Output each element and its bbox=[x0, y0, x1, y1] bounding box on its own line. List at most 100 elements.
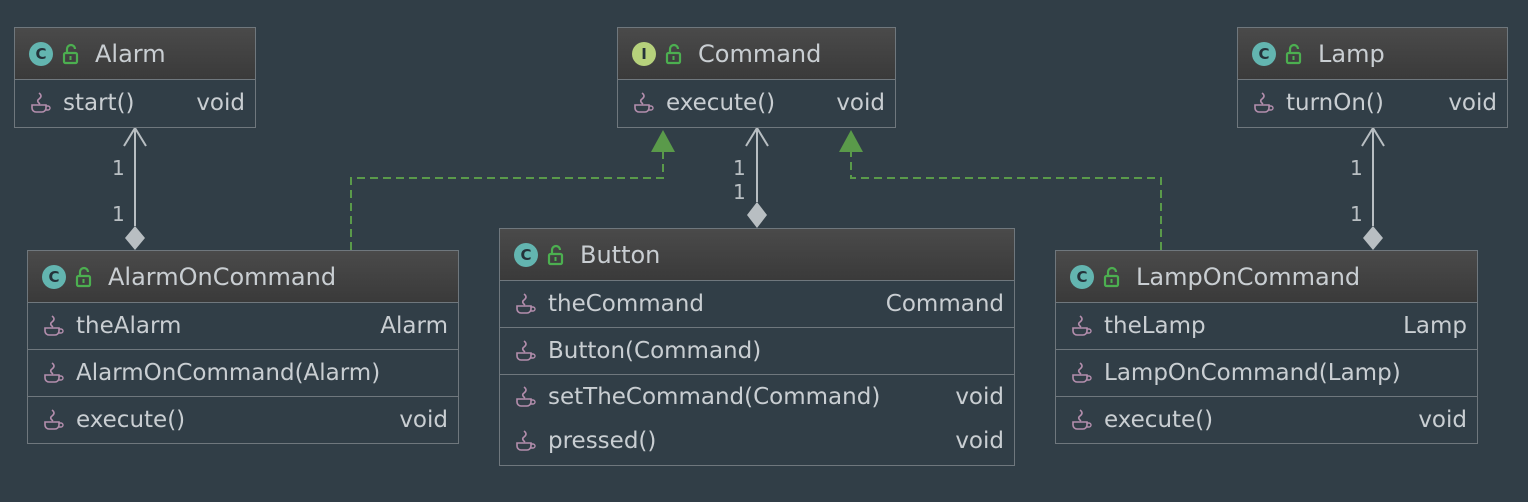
constructor-name: Button(Command) bbox=[548, 338, 762, 364]
method-name: setTheCommand(Command) bbox=[548, 384, 881, 410]
constructor-row[interactable]: AlarmOnCommand(Alarm) bbox=[28, 350, 458, 396]
methods-section: turnOn() void bbox=[1238, 80, 1507, 126]
method-name: execute() bbox=[76, 407, 186, 433]
methods-section: execute() void bbox=[28, 397, 458, 443]
class-header: C Alarm bbox=[15, 28, 255, 80]
method-type: void bbox=[955, 428, 1004, 454]
lamp-composition-connector[interactable] bbox=[1361, 126, 1385, 250]
public-lock-icon bbox=[665, 43, 682, 64]
field-type: Command bbox=[885, 291, 1004, 317]
interface-kind-icon: I bbox=[632, 41, 656, 66]
field-icon bbox=[1072, 315, 1092, 336]
methods-section: setTheCommand(Command) void pressed() vo… bbox=[500, 375, 1014, 463]
field-row[interactable]: theAlarm Alarm bbox=[28, 303, 458, 349]
class-alarm-on-command[interactable]: C AlarmOnCommand theAlarm Alarm AlarmOnC… bbox=[27, 250, 459, 444]
class-header: C LampOnCommand bbox=[1056, 251, 1477, 303]
fields-section: theCommand Command bbox=[500, 281, 1014, 328]
class-button[interactable]: C Button theCommand Command Button(Comma… bbox=[499, 228, 1015, 466]
lamp-composition-target-multiplicity: 1 bbox=[1350, 156, 1363, 180]
constructors-section: Button(Command) bbox=[500, 328, 1014, 375]
method-type: void bbox=[1418, 407, 1467, 433]
constructor-name: LampOnCommand(Lamp) bbox=[1104, 360, 1401, 386]
class-kind-icon: C bbox=[1252, 41, 1276, 66]
constructor-row[interactable]: LampOnCommand(Lamp) bbox=[1056, 350, 1477, 396]
field-type: Lamp bbox=[1403, 313, 1467, 339]
field-name: theLamp bbox=[1104, 313, 1206, 339]
class-header: C Lamp bbox=[1238, 28, 1507, 80]
command-composition-target-multiplicity: 1 bbox=[733, 156, 746, 180]
constructor-name: AlarmOnCommand(Alarm) bbox=[76, 360, 381, 386]
class-name: Button bbox=[580, 240, 661, 269]
method-type: void bbox=[399, 407, 448, 433]
lamp-composition-source-multiplicity: 1 bbox=[1350, 202, 1363, 226]
method-type: void bbox=[955, 384, 1004, 410]
alarm-composition-connector[interactable] bbox=[123, 126, 147, 250]
method-type: void bbox=[1448, 90, 1497, 116]
class-name: Lamp bbox=[1318, 39, 1385, 68]
public-lock-icon bbox=[1103, 266, 1120, 287]
constructors-section: AlarmOnCommand(Alarm) bbox=[28, 350, 458, 397]
lamp-on-command-realization-connector[interactable] bbox=[839, 130, 1162, 250]
method-icon bbox=[516, 430, 536, 451]
class-header: C AlarmOnCommand bbox=[28, 251, 458, 303]
class-kind-icon: C bbox=[1070, 264, 1094, 289]
constructor-icon bbox=[516, 340, 536, 361]
alarm-on-command-realization-connector[interactable] bbox=[350, 130, 675, 250]
methods-section: start() void bbox=[15, 80, 255, 126]
method-row[interactable]: execute() void bbox=[28, 397, 458, 443]
field-row[interactable]: theCommand Command bbox=[500, 281, 1014, 327]
method-row[interactable]: turnOn() void bbox=[1238, 80, 1507, 126]
field-name: theCommand bbox=[548, 291, 704, 317]
class-kind-icon: C bbox=[514, 242, 538, 267]
class-kind-icon: C bbox=[42, 264, 66, 289]
public-lock-icon bbox=[62, 43, 79, 64]
method-row[interactable]: execute() void bbox=[618, 80, 895, 126]
alarm-composition-target-multiplicity: 1 bbox=[112, 156, 125, 180]
method-row[interactable]: setTheCommand(Command) void bbox=[500, 375, 1014, 419]
class-kind-icon: C bbox=[29, 41, 53, 66]
constructor-icon bbox=[44, 362, 64, 383]
method-icon bbox=[31, 92, 51, 113]
constructor-icon bbox=[1072, 362, 1092, 383]
method-name: turnOn() bbox=[1286, 90, 1384, 116]
field-icon bbox=[516, 293, 536, 314]
class-header: C Button bbox=[500, 229, 1014, 281]
method-icon bbox=[634, 92, 654, 113]
method-icon bbox=[516, 386, 536, 407]
fields-section: theLamp Lamp bbox=[1056, 303, 1477, 350]
class-lamp[interactable]: C Lamp turnOn() void bbox=[1237, 27, 1508, 128]
field-icon bbox=[44, 315, 64, 336]
method-icon bbox=[1254, 92, 1274, 113]
interface-command[interactable]: I Command execute() void bbox=[617, 27, 896, 128]
class-name: Alarm bbox=[95, 39, 166, 68]
method-type: void bbox=[836, 90, 885, 116]
method-name: pressed() bbox=[548, 428, 657, 454]
public-lock-icon bbox=[75, 266, 92, 287]
class-header: I Command bbox=[618, 28, 895, 80]
method-name: start() bbox=[63, 90, 135, 116]
alarm-composition-source-multiplicity: 1 bbox=[112, 202, 125, 226]
method-name: execute() bbox=[666, 90, 776, 116]
method-row[interactable]: start() void bbox=[15, 80, 255, 126]
public-lock-icon bbox=[1285, 43, 1302, 64]
fields-section: theAlarm Alarm bbox=[28, 303, 458, 350]
class-lamp-on-command[interactable]: C LampOnCommand theLamp Lamp LampOnComma… bbox=[1055, 250, 1478, 444]
method-icon bbox=[1072, 409, 1092, 430]
constructors-section: LampOnCommand(Lamp) bbox=[1056, 350, 1477, 397]
command-composition-connector[interactable] bbox=[745, 126, 769, 228]
class-name: Command bbox=[698, 39, 822, 68]
methods-section: execute() void bbox=[618, 80, 895, 126]
public-lock-icon bbox=[547, 244, 564, 265]
method-row[interactable]: pressed() void bbox=[500, 419, 1014, 463]
method-row[interactable]: execute() void bbox=[1056, 397, 1477, 443]
method-type: void bbox=[196, 90, 245, 116]
constructor-row[interactable]: Button(Command) bbox=[500, 328, 1014, 374]
command-composition-source-multiplicity: 1 bbox=[733, 180, 746, 204]
class-name: AlarmOnCommand bbox=[108, 262, 337, 291]
field-row[interactable]: theLamp Lamp bbox=[1056, 303, 1477, 349]
method-icon bbox=[44, 409, 64, 430]
method-name: execute() bbox=[1104, 407, 1214, 433]
class-alarm[interactable]: C Alarm start() void bbox=[14, 27, 256, 128]
field-name: theAlarm bbox=[76, 313, 182, 339]
